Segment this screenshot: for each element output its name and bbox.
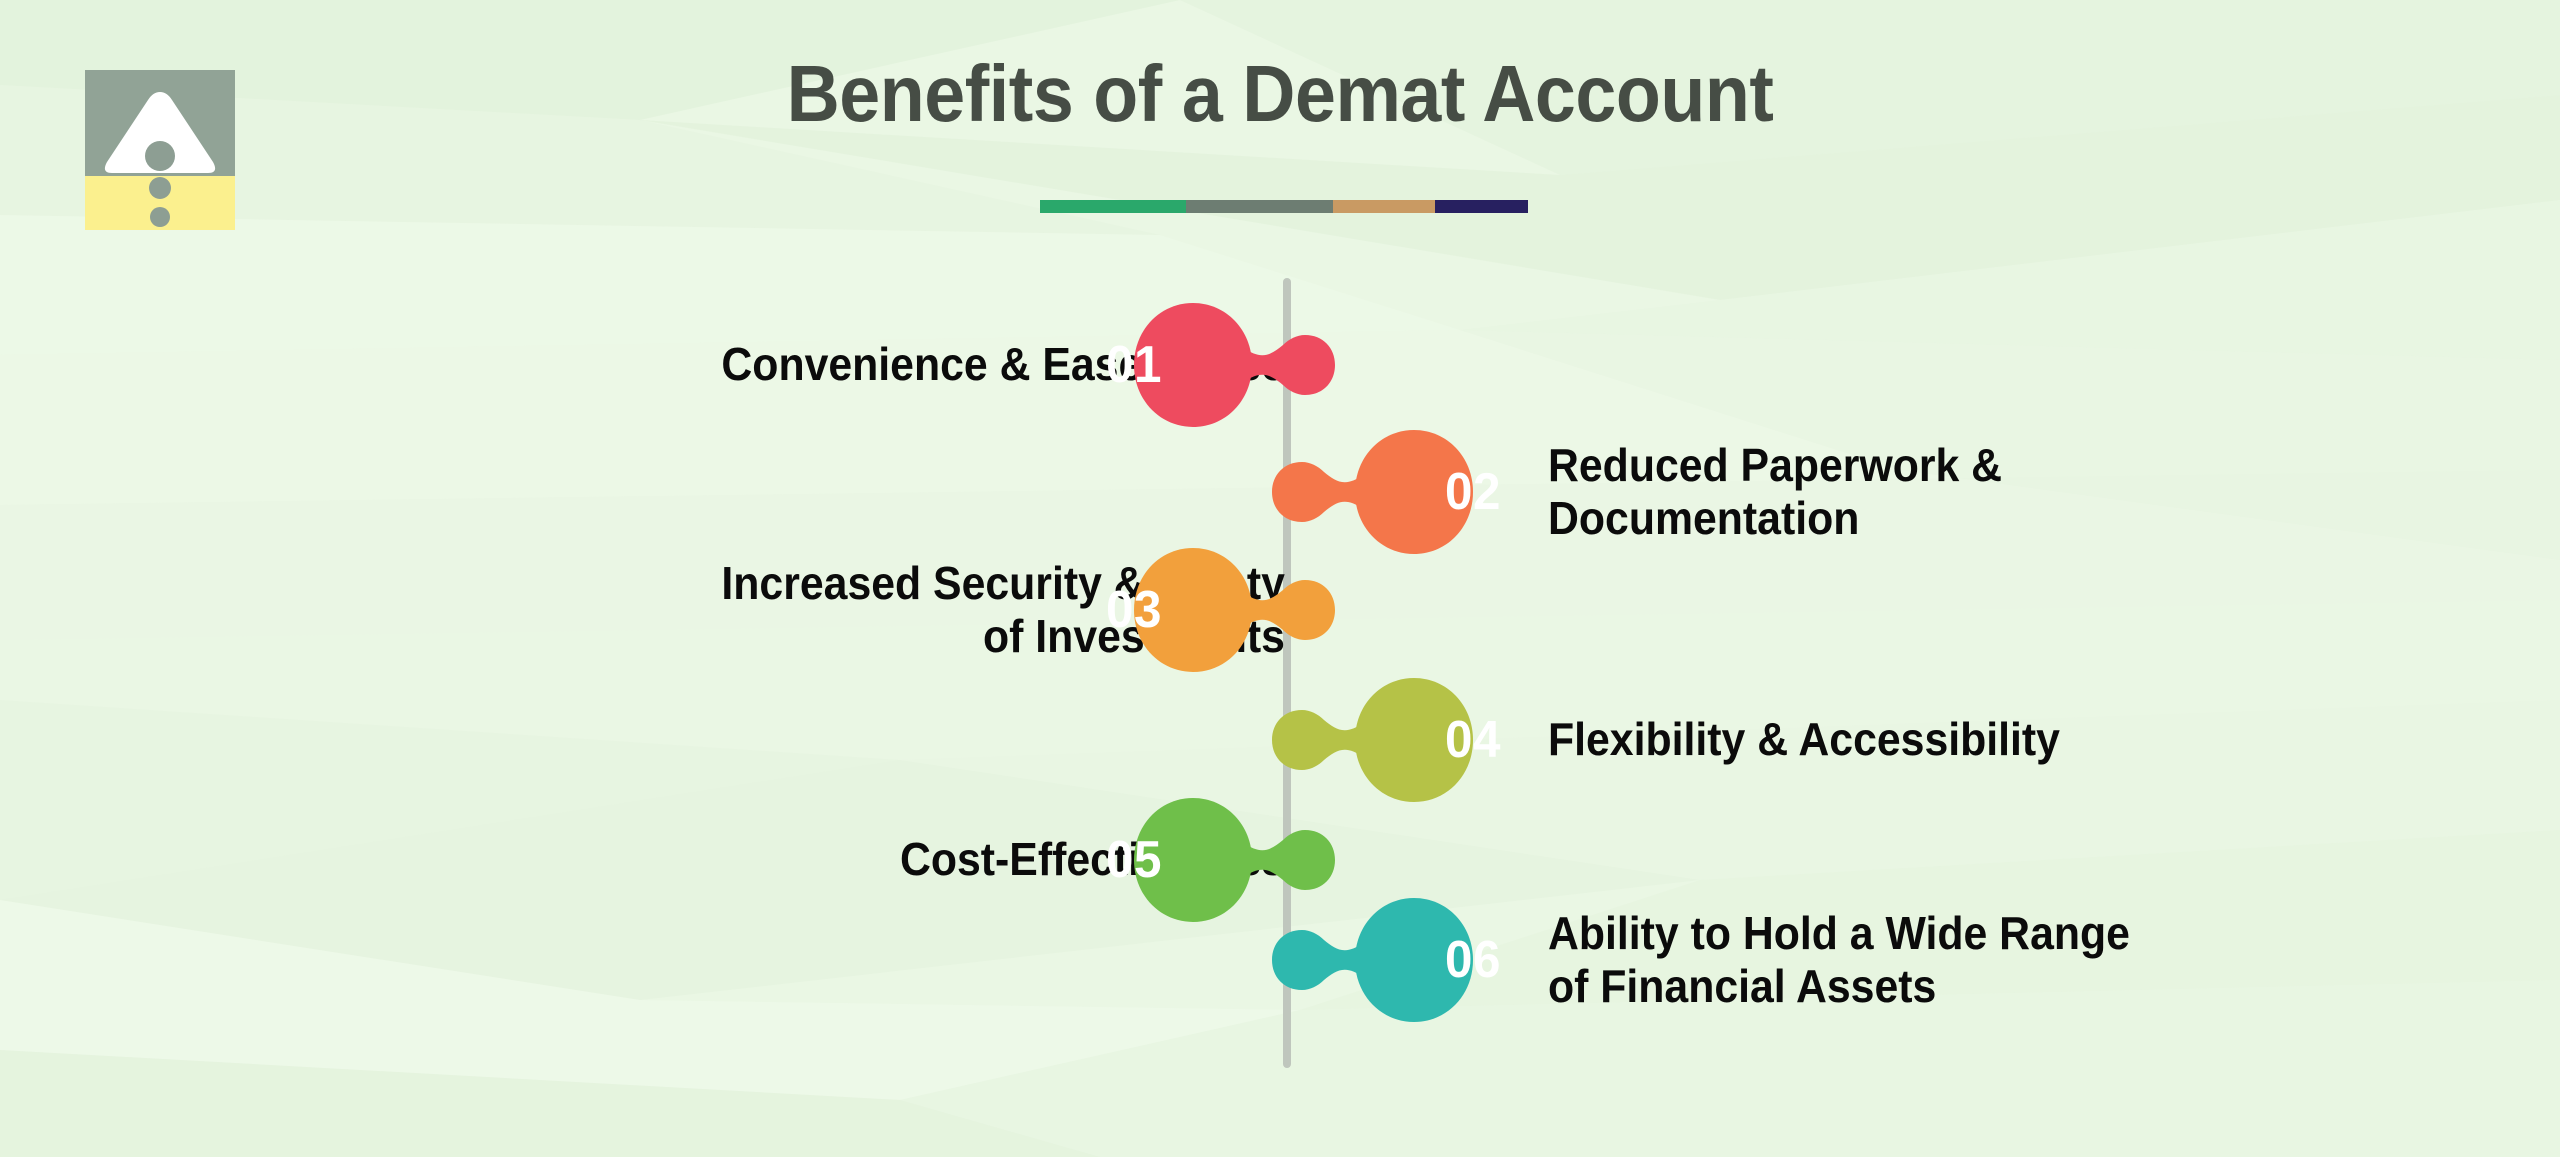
logo-dot-lower (150, 207, 170, 227)
benefit-row-2[interactable]: 02 Reduced Paperwork & Documentation (0, 412, 2560, 572)
benefit-number-1: 01 (1106, 336, 1162, 394)
badge-5-bulb (1134, 798, 1252, 922)
divider-segment-navy (1435, 200, 1528, 213)
badge-2-connector (1272, 462, 1364, 522)
title-divider (1040, 200, 1528, 213)
brand-logo (85, 70, 235, 230)
benefit-number-6: 06 (1445, 931, 1501, 989)
benefit-badge-6[interactable]: 06 (1252, 890, 1532, 1030)
benefit-badge-1[interactable]: 01 (1075, 295, 1355, 435)
benefit-label-2: Reduced Paperwork & Documentation (1548, 439, 2002, 546)
benefit-badge-4[interactable]: 04 (1252, 670, 1532, 810)
badge-5-connector (1243, 830, 1335, 890)
benefit-label-6-line1: Ability to Hold a Wide Range (1548, 906, 2130, 959)
benefit-number-5: 05 (1106, 831, 1162, 889)
badge-6-connector (1272, 930, 1364, 990)
benefit-row-6[interactable]: 06 Ability to Hold a Wide Range of Finan… (0, 880, 2560, 1040)
benefit-label-4: Flexibility & Accessibility (1548, 713, 2060, 766)
badge-6-bulb (1355, 898, 1473, 1022)
benefit-label-2-line2: Documentation (1548, 492, 1860, 544)
triangle-inner-dot (145, 141, 175, 171)
benefit-number-2: 02 (1445, 463, 1501, 521)
badge-3-bulb (1134, 548, 1252, 672)
benefit-label-4-line1: Flexibility & Accessibility (1548, 713, 2060, 766)
benefit-number-3: 03 (1106, 581, 1162, 639)
benefit-label-6-line2: of Financial Assets (1548, 960, 1937, 1012)
benefit-row-5[interactable]: Cost-Effectiveness 05 (0, 780, 2560, 940)
divider-segment-gray (1186, 200, 1333, 213)
timeline-axis (1283, 278, 1291, 1068)
logo-dot-upper (149, 177, 171, 199)
badge-2-bulb (1355, 430, 1473, 554)
benefit-row-1[interactable]: Convenience & Ease of Use 01 (0, 285, 2560, 445)
badge-4-bulb (1355, 678, 1473, 802)
page-title: Benefits of a Demat Account (786, 49, 1774, 138)
benefit-row-4[interactable]: 04 Flexibility & Accessibility (0, 660, 2560, 820)
badge-1-bulb (1134, 303, 1252, 427)
benefit-row-3[interactable]: Increased Security & Safety of Investmen… (0, 530, 2560, 690)
benefit-badge-3[interactable]: 03 (1075, 540, 1355, 680)
divider-segment-green (1040, 200, 1187, 213)
badge-3-connector (1243, 580, 1335, 640)
benefit-number-4: 04 (1445, 711, 1501, 769)
badge-4-connector (1272, 710, 1364, 770)
badge-1-connector (1243, 335, 1335, 395)
benefit-badge-2[interactable]: 02 (1252, 422, 1532, 562)
divider-segment-tan (1332, 200, 1436, 213)
triangle-mark (104, 92, 216, 173)
benefit-label-6: Ability to Hold a Wide Range of Financia… (1548, 907, 2130, 1014)
benefit-label-2-line1: Reduced Paperwork & (1548, 438, 2003, 491)
benefit-badge-5[interactable]: 05 (1075, 790, 1355, 930)
